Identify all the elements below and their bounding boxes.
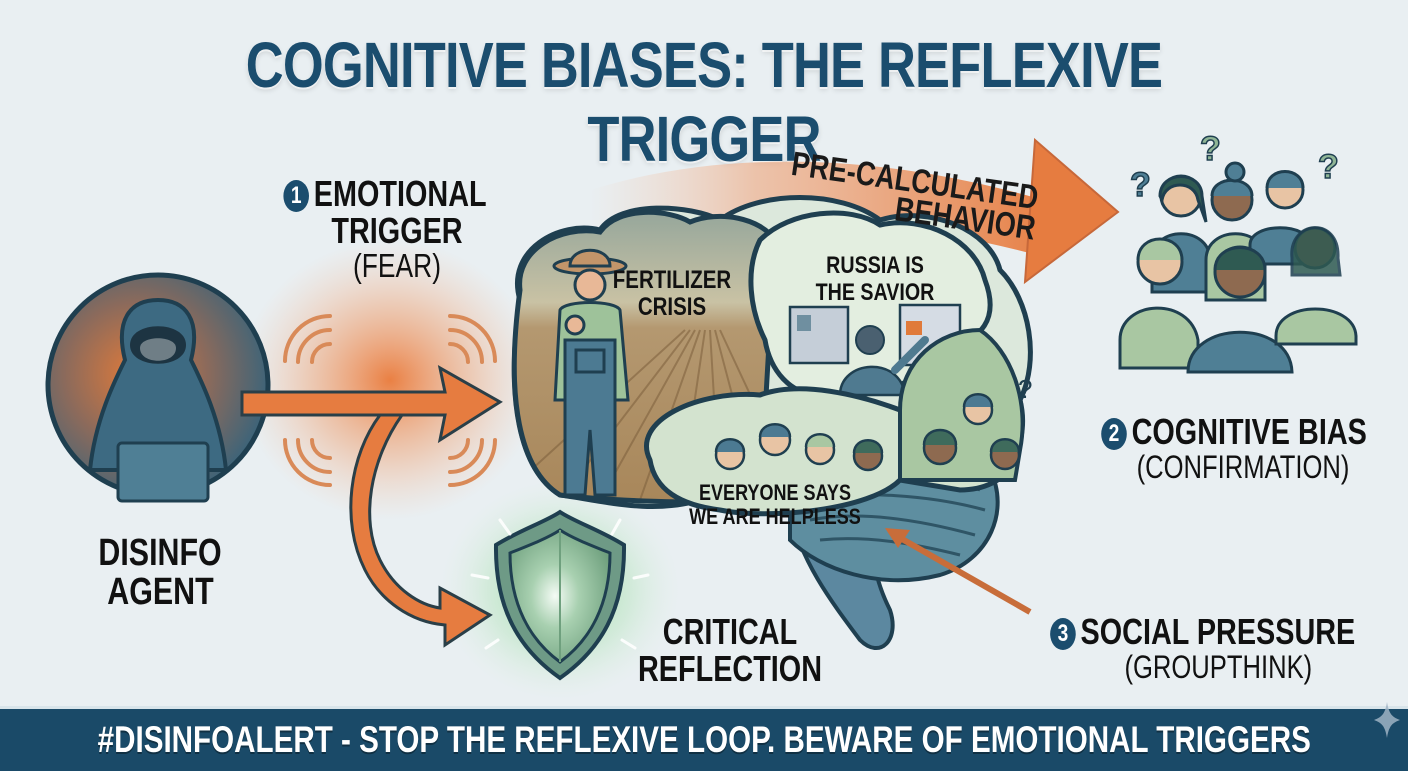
- brain-panel-captions: FERTILIZER CRISIS RUSSIA IS THE SAVIOR E…: [613, 251, 935, 529]
- laptop-icon: [116, 441, 210, 503]
- fertilizer-caption-line2: CRISIS: [638, 292, 706, 320]
- disinfo-agent-label: DISINFO AGENT: [98, 532, 222, 613]
- svg-text:?: ?: [1130, 166, 1151, 204]
- helpless-caption-line2: WE ARE HELPLESS: [689, 505, 861, 529]
- pre-calculated-arrow-head: [1023, 137, 1120, 285]
- footer-banner: #DISINFOALERT - STOP THE REFLEXIVE LOOP.…: [0, 706, 1408, 771]
- worried-faces-icon: [714, 393, 1021, 472]
- step-3-badge: 3: [1050, 618, 1077, 651]
- question-mark-icon: ?: [1018, 374, 1032, 404]
- step-1-badge: 1: [283, 180, 309, 213]
- question-marks: ? ? ?: [1129, 129, 1339, 205]
- fertilizer-caption-line1: FERTILIZER: [613, 265, 732, 293]
- svg-text:?: ?: [1318, 148, 1339, 186]
- shield-icon: [470, 509, 650, 681]
- footer-text: #DISINFOALERT - STOP THE REFLEXIVE LOOP.…: [97, 719, 1311, 760]
- reflection-arrow-to-shield: [349, 413, 493, 648]
- russia-caption-line2: THE SAVIOR: [816, 278, 935, 305]
- helpless-caption-line1: EVERYONE SAYS: [699, 481, 851, 505]
- russia-caption-line1: RUSSIA IS: [826, 251, 924, 278]
- trigger-arrow-to-brain: [240, 365, 503, 444]
- svg-text:?: ?: [1200, 130, 1221, 168]
- social-pressure-pointer-head: [885, 528, 910, 548]
- confused-crowd-icon: [1118, 161, 1358, 374]
- brain-illustration: ?: [511, 195, 1033, 650]
- disinfo-agent-avatar: [45, 272, 271, 503]
- farmer-figure: [552, 248, 630, 497]
- page-title: COGNITIVE BIASES: THE REFLEXIVE TRIGGER: [245, 29, 1163, 175]
- sparkle-icon: [1374, 702, 1400, 738]
- fear-waves-icon: [283, 314, 497, 487]
- social-pressure-pointer: [893, 532, 1032, 615]
- step-2-badge: 2: [1101, 418, 1127, 451]
- trigger-arrows: [240, 365, 503, 648]
- critical-reflection-label: CRITICAL REFLECTION: [638, 611, 822, 689]
- hooded-hacker-icon: [87, 297, 229, 472]
